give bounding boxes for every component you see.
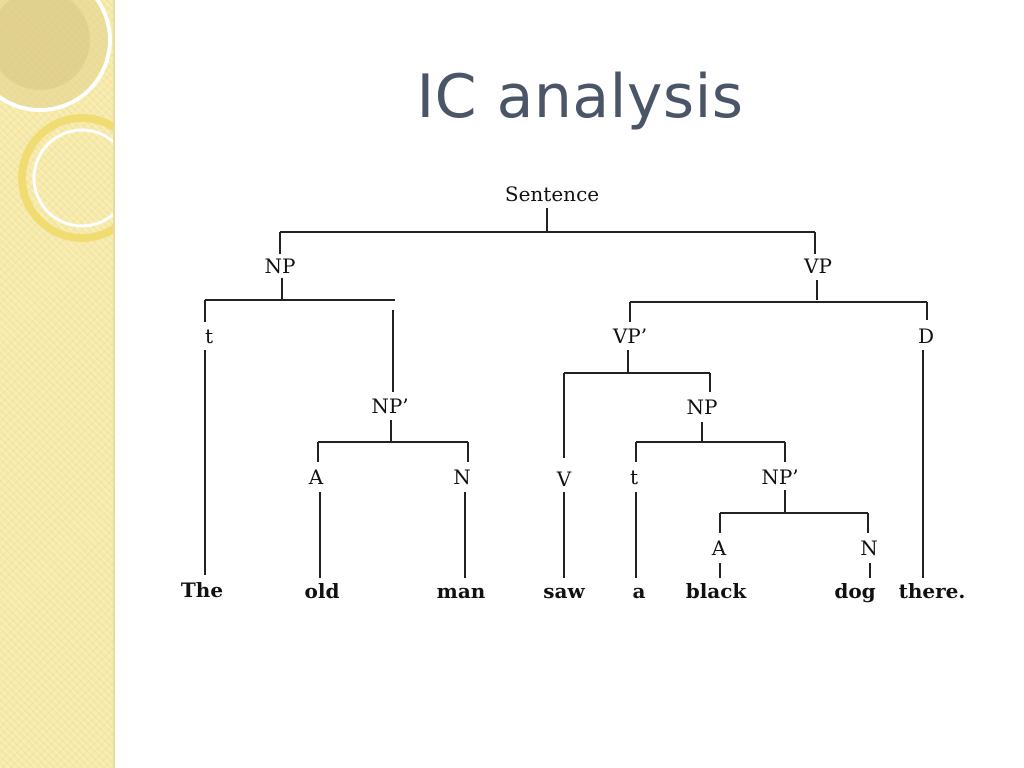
word-a: a — [633, 579, 646, 603]
node-np-prime: NP’ — [371, 394, 408, 418]
node-np: NP — [265, 254, 296, 278]
node-vp: VP — [803, 254, 832, 278]
node-t: t — [630, 465, 638, 489]
decorative-circles — [0, 0, 113, 242]
word-there: there. — [899, 579, 966, 603]
node-a: A — [308, 465, 324, 489]
node-sentence: Sentence — [505, 182, 599, 206]
word-dog: dog — [834, 579, 875, 603]
node-d: D — [918, 324, 934, 348]
node-v: V — [556, 467, 572, 491]
word-man: man — [437, 579, 486, 603]
node-a: A — [711, 536, 727, 560]
node-np-prime: NP’ — [761, 465, 798, 489]
word-saw: saw — [543, 579, 585, 603]
word-the: The — [181, 578, 223, 602]
slide-title: IC analysis — [416, 62, 744, 132]
tree-connectors — [204, 208, 928, 578]
tree-nodes: Sentence NP VP t NP’ VP’ D A N V NP t NP… — [205, 182, 934, 560]
node-vp-prime: VP’ — [612, 324, 647, 348]
node-n: N — [860, 536, 878, 560]
tree-words: The old man saw a black dog there. — [181, 578, 965, 603]
word-old: old — [305, 579, 340, 603]
node-np: NP — [687, 395, 718, 419]
decorative-sidebar — [0, 0, 115, 768]
node-n: N — [453, 465, 471, 489]
word-black: black — [686, 579, 748, 603]
node-t: t — [205, 324, 213, 348]
